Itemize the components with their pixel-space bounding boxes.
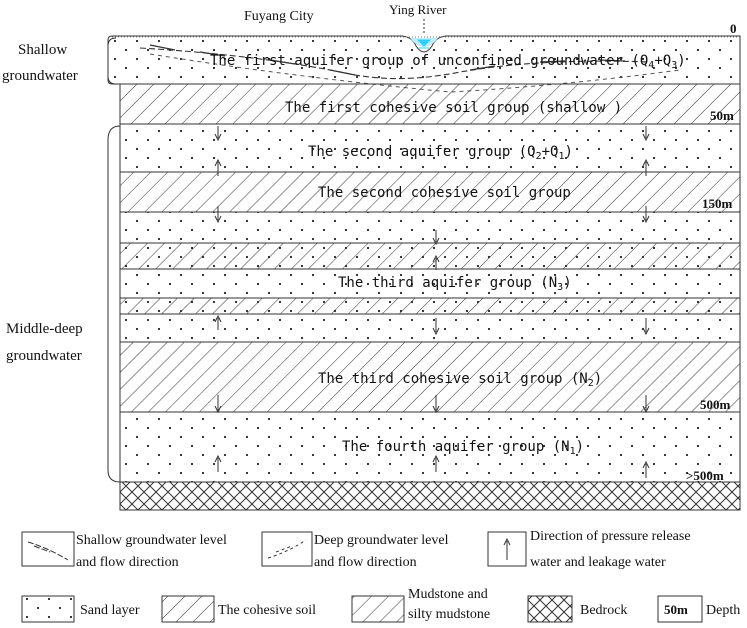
depth-label-50m: 50m	[710, 108, 734, 123]
fuyang-city-label: Fuyang City	[244, 9, 314, 24]
leakage-arrow-down	[432, 395, 440, 414]
legend-pressure-line2: water and leakage water	[530, 555, 666, 570]
fourth-aquifer-layer	[119, 411, 741, 483]
leakage-arrow-down	[214, 206, 222, 224]
shallow-label-line2: groundwater	[2, 68, 78, 84]
first-cohesive-label: The first cohesive soil group (shallow )	[285, 100, 622, 116]
second-aquifer-layer	[119, 123, 741, 173]
depth-label-500m: 500m	[700, 397, 731, 412]
leakage-arrow-down	[214, 395, 222, 414]
third-cohesive-label: The third cohesive soil group (N2)	[318, 371, 602, 389]
first-cohesive-layer	[119, 83, 741, 125]
depth-label-0: 0	[730, 21, 737, 36]
river-water-symbol-icon	[416, 39, 432, 49]
shallow-groundwater-level-line	[139, 47, 651, 80]
leakage-arrow-up	[214, 158, 222, 176]
middle-deep-brace	[107, 125, 121, 483]
leakage-arrow-up	[432, 254, 440, 270]
middle-deep-label-line2: groundwater	[6, 348, 82, 364]
legend-swatch-depth	[657, 595, 703, 623]
legend-depth-box-text: 50m	[664, 602, 688, 617]
leakage-arrow-down	[642, 395, 650, 414]
legend-swatch-deep-level	[261, 531, 313, 567]
leakage-arrow-up	[642, 158, 650, 176]
mudstone-interbed-2	[119, 297, 741, 315]
legend-mudstone-line2: silty mudstone	[408, 607, 490, 622]
legend-swatch-cohesive	[161, 595, 215, 623]
legend-swatch-bedrock	[527, 595, 573, 623]
third-aquifer-layer	[119, 211, 741, 343]
legend-swatch-mudstone	[351, 595, 405, 623]
deep-level-line-shallow-zone	[149, 53, 681, 93]
shallow-brace	[107, 37, 117, 85]
shallow-flow-arrows	[149, 44, 626, 76]
ying-river-label: Ying River	[389, 2, 447, 17]
first-aquifer-label: The first aquifer group of unconfined gr…	[210, 53, 686, 71]
middle-deep-label-line1: Middle-deep	[6, 321, 83, 337]
deep-level-icon	[267, 539, 307, 559]
leakage-arrow-up	[214, 314, 222, 330]
legend-deep-level-line1: Deep groundwater level	[314, 533, 449, 548]
leakage-arrow-down	[432, 318, 440, 336]
leakage-arrow-up	[214, 454, 222, 472]
leakage-arrow-down	[432, 230, 440, 246]
legend-bedrock: Bedrock	[580, 603, 627, 618]
leakage-arrow-down	[642, 126, 650, 142]
legend-swatch-sand	[21, 595, 75, 623]
leakage-arrow-down	[642, 318, 650, 336]
shallow-level-icon	[27, 541, 69, 561]
first-aquifer-layer	[107, 35, 741, 85]
legend: Shallow groundwater level and flow direc…	[21, 529, 740, 623]
legend-shallow-level-line2: and flow direction	[76, 555, 179, 570]
leakage-arrow-up	[432, 454, 440, 472]
leakage-arrow-up	[642, 460, 650, 478]
third-aquifer-label: The third aquifer group (N3)	[338, 275, 572, 293]
fourth-aquifer-label: The fourth aquifer group (N1)	[342, 439, 584, 457]
mudstone-interbed-1	[119, 242, 741, 270]
legend-mudstone-line1: Mudstone and	[408, 587, 488, 602]
bedrock-layer	[119, 481, 741, 511]
legend-deep-level-line2: and flow direction	[314, 555, 417, 570]
legend-cohesive: The cohesive soil	[218, 603, 316, 618]
depth-label-gt500m: >500m	[686, 468, 724, 483]
legend-depth: Depth	[706, 603, 740, 618]
leakage-arrow-down	[214, 126, 222, 142]
legend-sand: Sand layer	[80, 603, 140, 618]
leakage-arrows	[214, 126, 650, 478]
leakage-arrow-down	[642, 206, 650, 224]
shallow-label-line1: Shallow	[18, 42, 67, 58]
third-cohesive-layer	[119, 341, 741, 413]
up-arrow-icon	[503, 537, 511, 560]
depth-label-150m: 150m	[702, 196, 733, 211]
second-cohesive-label: The second cohesive soil group	[318, 185, 571, 201]
second-aquifer-label: The second aquifer group (Q2+Q1)	[308, 144, 573, 162]
legend-shallow-level-line1: Shallow groundwater level	[76, 533, 227, 548]
legend-pressure-line1: Direction of pressure release	[530, 529, 691, 544]
second-cohesive-layer	[119, 171, 741, 213]
